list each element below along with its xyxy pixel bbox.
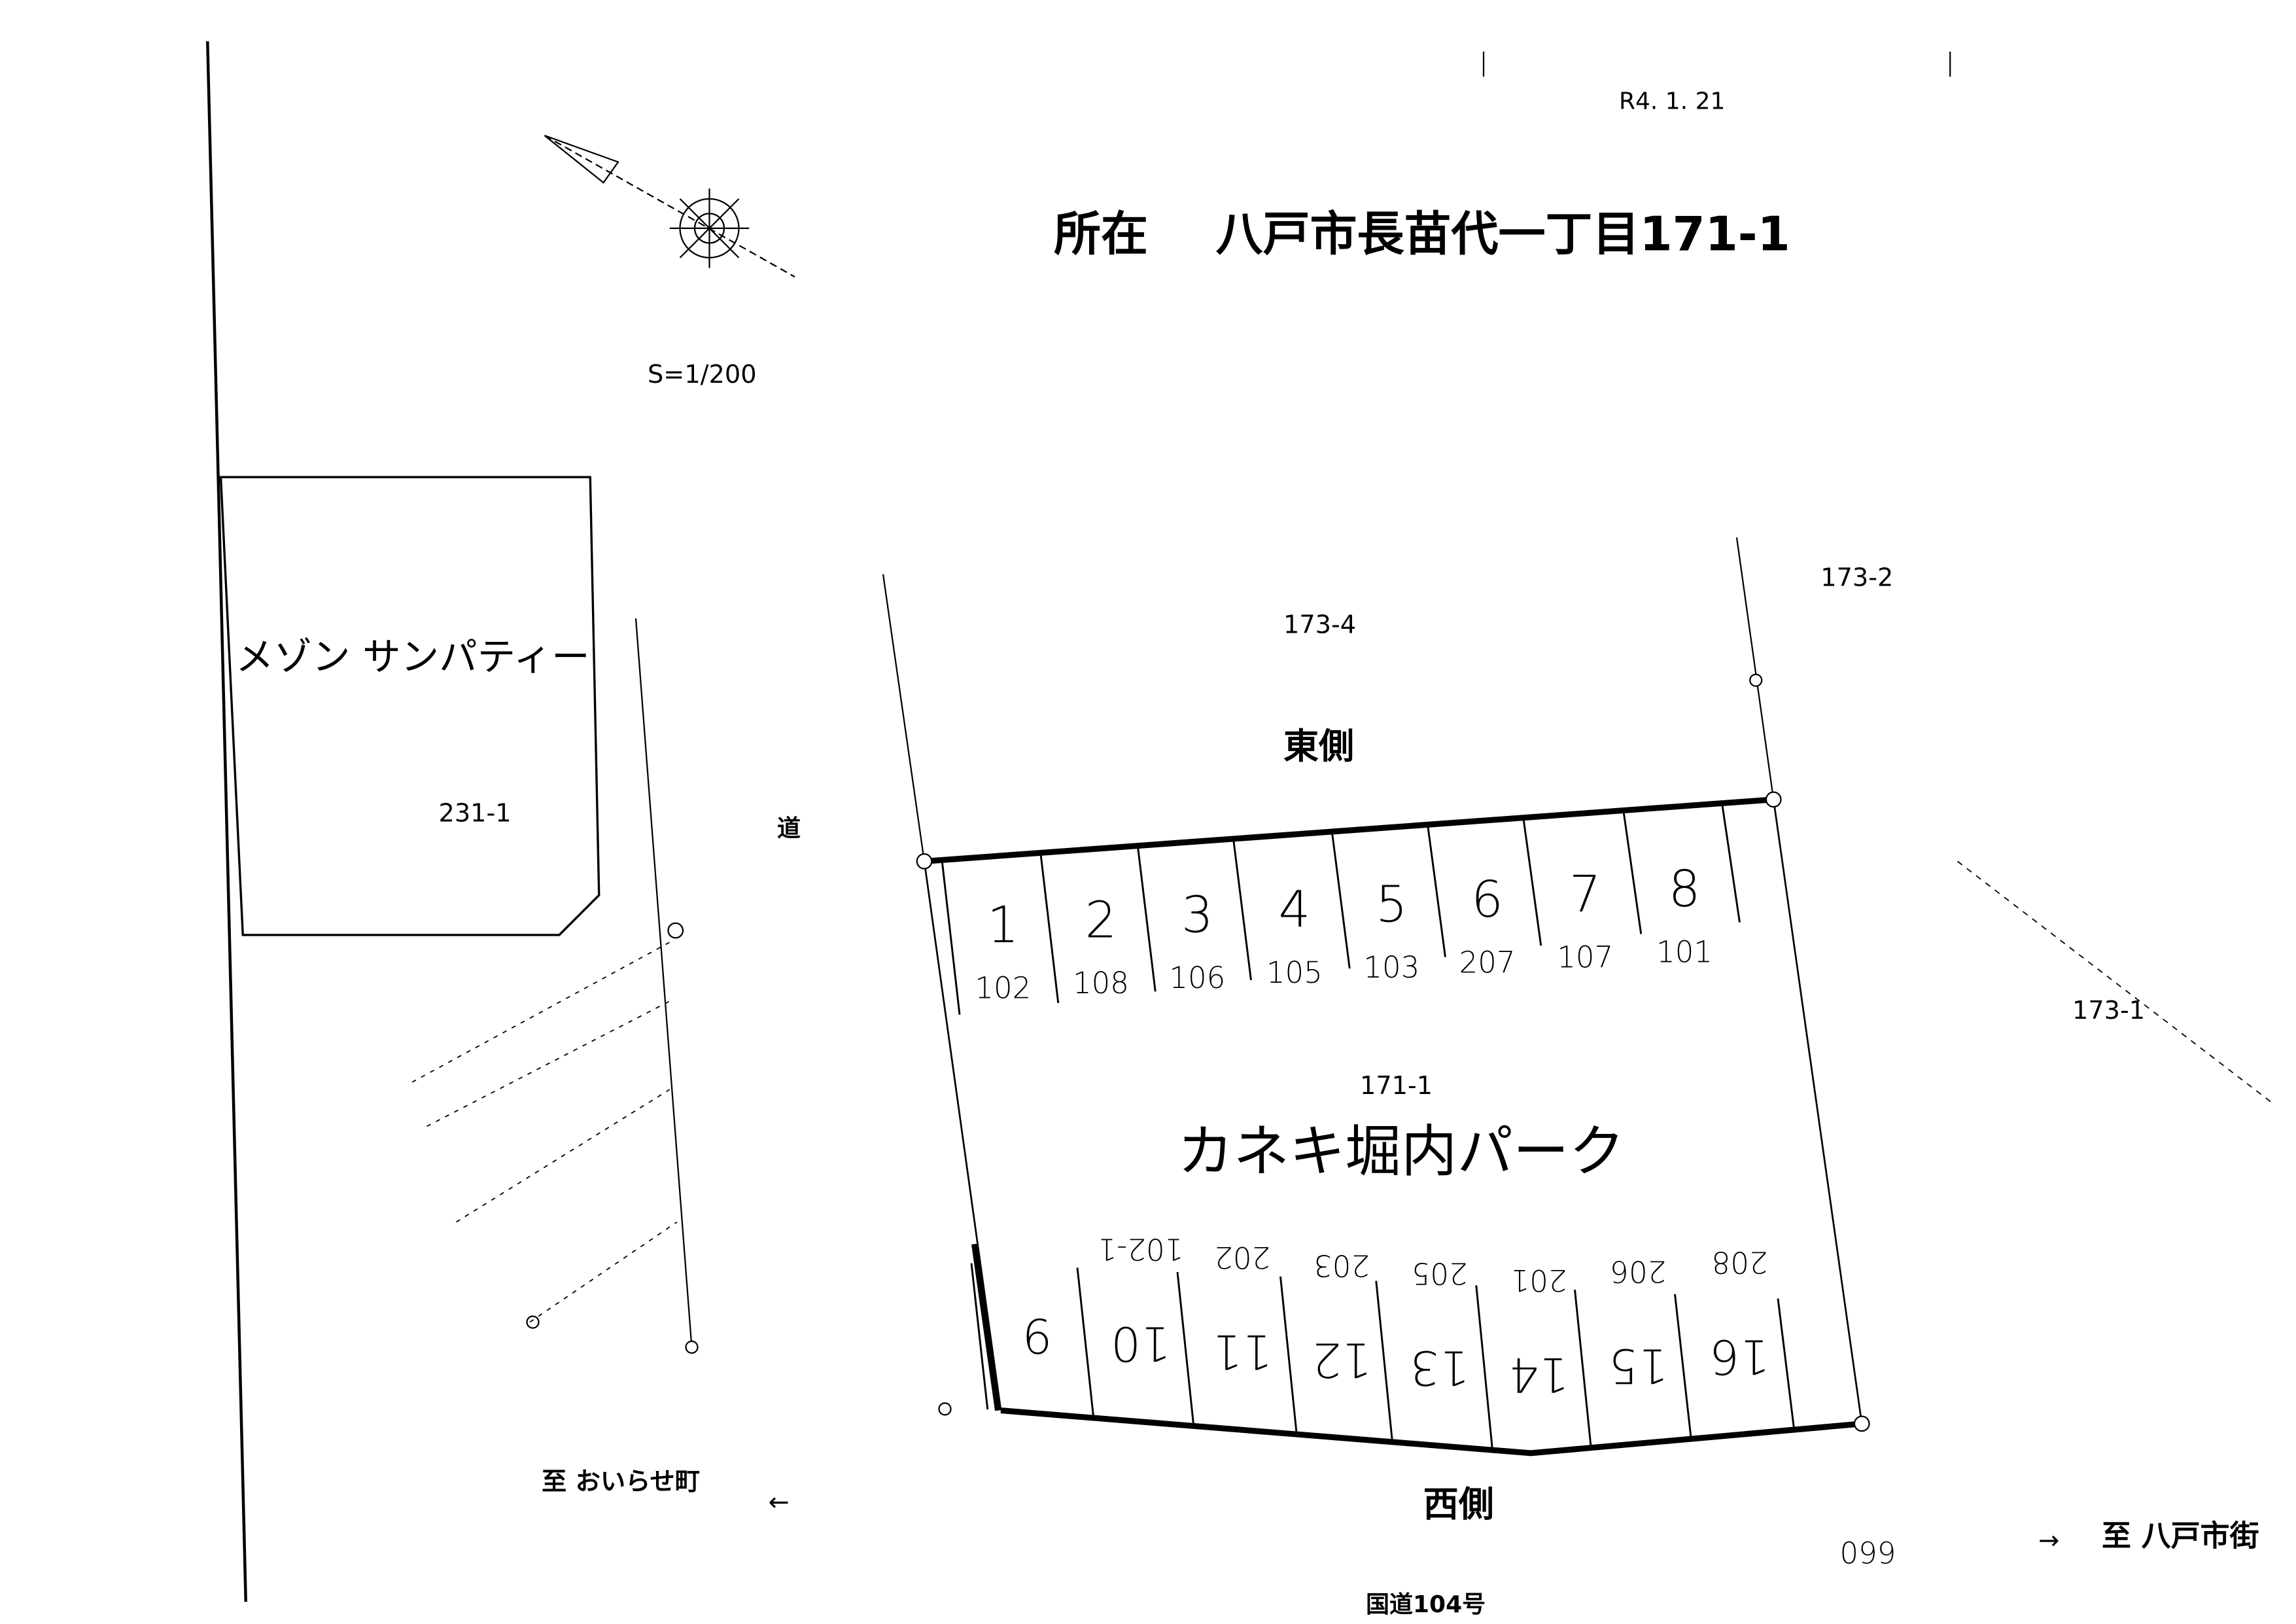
space-divider [970, 1263, 989, 1410]
parking-space-number: 7 [1569, 866, 1601, 924]
parking-row-top: 1 102 2 108 3 106 4 105 5 103 6 207 7 107 8 101 [941, 803, 1741, 1015]
lot-173-1: 173-1 [2072, 996, 2145, 1025]
boundary-marker [526, 1315, 540, 1329]
space-divider [1279, 1276, 1298, 1434]
lot-173-4: 173-4 [1283, 610, 1356, 640]
left-arrow: ← [769, 1488, 790, 1517]
parking-space-room: 203 [1313, 1248, 1370, 1282]
site-boundary-left-bold [971, 1243, 1001, 1411]
space-divider [1622, 810, 1643, 934]
parking-space-number: 2 [1085, 891, 1117, 949]
parking-space-number: 13 [1410, 1340, 1470, 1395]
parking-space-number: 1 [987, 896, 1019, 955]
parking-space-number: 12 [1312, 1332, 1372, 1387]
parking-space-number: 3 [1181, 886, 1213, 944]
parking-space-room: 205 [1412, 1256, 1468, 1290]
space-divider [1375, 1280, 1393, 1442]
parking-space-number: 10 [1111, 1316, 1171, 1371]
boundary-marker [685, 1340, 699, 1354]
space-divider [1522, 817, 1542, 946]
parking-space-room: 206 [1610, 1254, 1666, 1288]
parking-space-room: 201 [1510, 1263, 1567, 1297]
lot-173-2: 173-2 [1820, 563, 1893, 593]
scale-label: S=1/200 [648, 360, 757, 389]
site-boundary-right [1772, 799, 1863, 1424]
parking-space-room: 107 [1557, 940, 1613, 974]
space-divider [1427, 824, 1446, 957]
space-divider [1777, 1298, 1796, 1430]
space-divider [1039, 853, 1060, 1004]
parking-space-number: 16 [1710, 1329, 1770, 1384]
east-side-label: 東側 [1283, 726, 1354, 767]
space-divider [1076, 1267, 1095, 1419]
boundary-marker [938, 1402, 952, 1416]
parking-space-room: 105 [1266, 955, 1323, 990]
parking-space-number: 5 [1376, 876, 1408, 934]
parking-space-room: 101 [1656, 935, 1713, 970]
location-label: 所在 [1054, 207, 1148, 262]
parking-space-room: 208 [1712, 1244, 1768, 1279]
space-divider [1574, 1289, 1592, 1448]
space-divider [941, 860, 961, 1015]
site-boundary-top [924, 796, 1774, 864]
lot-boundary [1957, 860, 2274, 1105]
site-lot-number: 171-1 [1360, 1071, 1433, 1101]
space-divider [1331, 831, 1351, 969]
hatching [411, 942, 678, 1323]
parking-space-room: 207 [1459, 945, 1516, 980]
road-label: 道 [777, 815, 801, 842]
parking-space-number: 11 [1212, 1324, 1272, 1379]
space-divider [1721, 803, 1741, 923]
parking-space-room: 202 [1214, 1240, 1270, 1275]
space-divider [1475, 1285, 1493, 1450]
date-stamp: R4. 1. 21 [1619, 88, 1725, 115]
compass-icon [544, 135, 795, 278]
west-side-label: 西側 [1423, 1484, 1494, 1525]
road-edge [635, 618, 693, 1347]
neighbor-lot-number: 231-1 [439, 799, 512, 828]
space-divider [1232, 838, 1252, 981]
boundary-marker [1749, 673, 1763, 687]
site-name: カネキ堀内パーク [1177, 1120, 1625, 1184]
parking-row-bottom: 9 10 102-1 11 202 12 203 13 205 14 201 15 206 16 208 [970, 1232, 1796, 1450]
parking-space-room: 102-1 [1098, 1232, 1183, 1267]
lot-boundary [882, 574, 926, 862]
space-divider [1136, 845, 1157, 992]
boundary-marker [916, 853, 933, 870]
boundary-marker [667, 922, 684, 939]
national-road-label: 国道104号 [1366, 1591, 1486, 1618]
parking-space-number: 4 [1279, 881, 1311, 940]
parking-space-number: 15 [1608, 1338, 1668, 1393]
direction-left: 至 おいらせ町 [542, 1467, 700, 1496]
space-divider [1674, 1294, 1692, 1439]
lot-boundary [1735, 537, 1775, 800]
right-arrow: → [2038, 1526, 2059, 1555]
neighbor-building [219, 476, 600, 936]
boundary-marker [1853, 1415, 1870, 1432]
space-divider [1176, 1271, 1195, 1426]
parking-space-number: 9 [1022, 1308, 1052, 1363]
neighbor-building-name: メゾン サンパティー [235, 635, 590, 679]
direction-right: 至 八戸市街 [2102, 1519, 2259, 1553]
boundary-marker [1765, 791, 1782, 808]
page-margin-line [206, 41, 247, 1602]
site-boundary-left [923, 861, 1002, 1411]
parking-space-room: 102 [975, 971, 1031, 1006]
site-boundary-bottom [1000, 1407, 1862, 1456]
parking-space-number: 8 [1669, 860, 1701, 919]
parking-space-room: 103 [1363, 950, 1419, 985]
parking-space-number: 6 [1471, 871, 1503, 929]
parking-space-room: 106 [1169, 961, 1225, 995]
parking-space-room: 108 [1073, 966, 1129, 1000]
bottom-number: 099 [1840, 1536, 1896, 1571]
parking-space-number: 14 [1509, 1347, 1569, 1402]
location-address: 八戸市長苗代一丁目171-1 [1216, 207, 1790, 262]
